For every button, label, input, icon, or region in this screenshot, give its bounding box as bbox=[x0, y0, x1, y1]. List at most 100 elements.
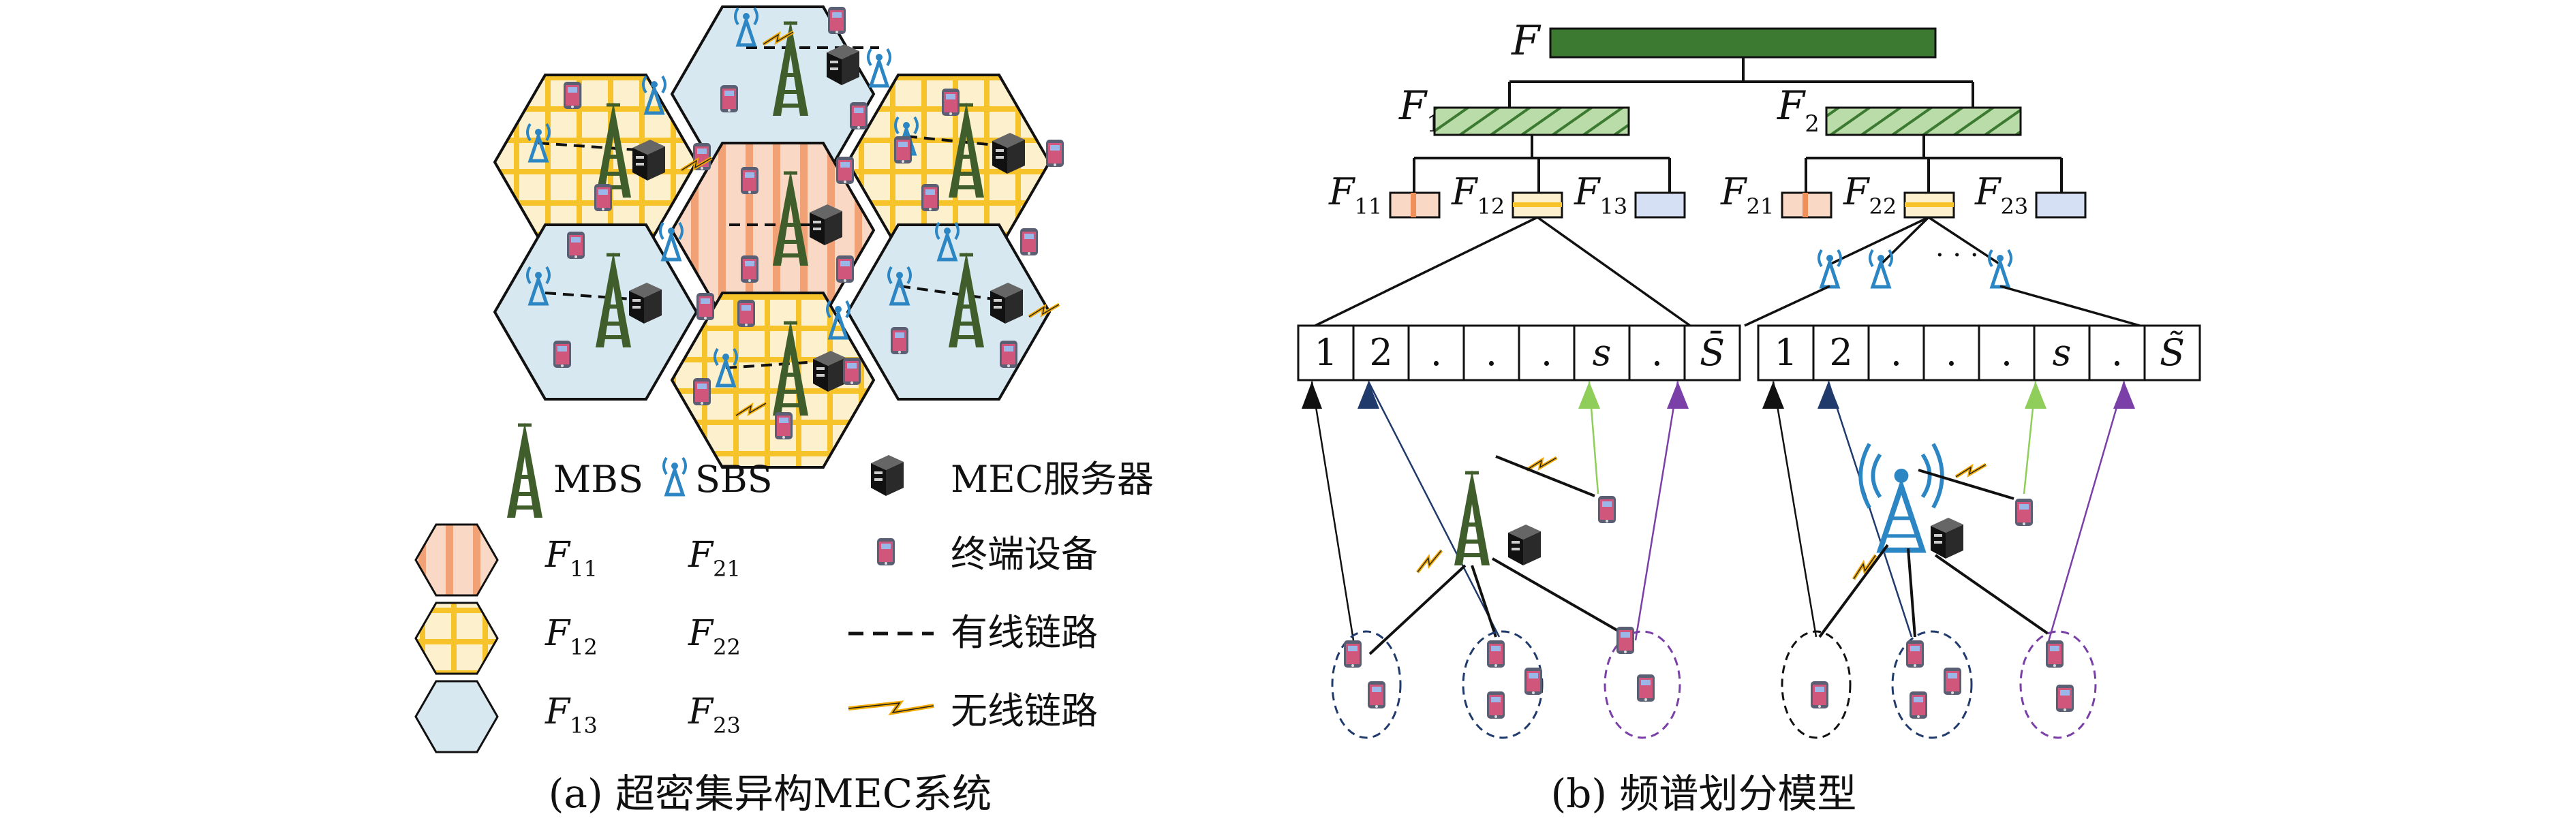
phone-icon bbox=[877, 538, 895, 565]
phone-icon bbox=[850, 102, 868, 129]
phone-icon bbox=[553, 341, 571, 368]
right-channel-cell-label: . bbox=[1946, 331, 1957, 374]
left-channel-cell-label: S̄ bbox=[1700, 330, 1725, 374]
root-bar bbox=[1549, 27, 1937, 59]
caption-b: (b) 频谱划分模型 bbox=[1551, 770, 1857, 817]
legend-f21: F21 bbox=[688, 535, 741, 582]
phone-icon bbox=[1811, 681, 1828, 708]
hexagon-cluster bbox=[493, 5, 1052, 469]
left-channel-cell-label: 2 bbox=[1369, 331, 1392, 374]
phone-icon bbox=[737, 300, 755, 327]
f23-box bbox=[2035, 191, 2087, 219]
phone-icon bbox=[894, 136, 912, 163]
server-icon bbox=[827, 44, 859, 85]
server-icon bbox=[1931, 518, 1963, 559]
legend-f22: F22 bbox=[688, 613, 741, 660]
left-channel-cell bbox=[1683, 324, 1741, 381]
tree-f11-label: F11 bbox=[1328, 170, 1382, 219]
server-icon bbox=[810, 204, 842, 245]
left-channel-cell-label: s bbox=[1593, 331, 1612, 374]
server-icon bbox=[632, 140, 665, 181]
server-icon bbox=[871, 455, 904, 496]
phone-icon bbox=[1524, 668, 1542, 695]
phone-icon bbox=[836, 157, 854, 184]
server-icon bbox=[813, 351, 846, 392]
phone-icon bbox=[1000, 341, 1017, 368]
lightning-icon bbox=[1527, 458, 1557, 470]
phone-icon bbox=[594, 184, 612, 211]
tower-icon bbox=[507, 422, 542, 518]
tree-f21-label: F21 bbox=[1720, 170, 1774, 219]
tree-f13-label: F13 bbox=[1574, 170, 1627, 219]
phone-icon bbox=[891, 327, 908, 354]
phone-icon bbox=[836, 255, 854, 283]
spectrum-tree: F F1 F2 F11 F12 F13 F21 F22 F23 · · bbox=[1315, 17, 2141, 327]
server-icon bbox=[1508, 525, 1541, 565]
f13-box bbox=[1634, 191, 1686, 219]
right-channel-cell-label: . bbox=[2111, 331, 2123, 374]
hex-upper-left-yellow bbox=[493, 74, 699, 251]
phone-icon bbox=[1368, 681, 1385, 708]
antenna-icon bbox=[664, 458, 686, 495]
phone-icon bbox=[828, 7, 846, 34]
caption-a: (a) 超密集异构MEC系统 bbox=[549, 770, 992, 817]
phone-icon bbox=[775, 412, 793, 439]
right-channel-cell-label: . bbox=[1890, 331, 1902, 374]
phone-icon bbox=[843, 358, 861, 385]
legend-wired-label: 有线链路 bbox=[951, 611, 1098, 654]
tree-f22-label: F22 bbox=[1843, 170, 1897, 219]
device-group-right-2 bbox=[1891, 630, 1973, 739]
legend-terminal-label: 终端设备 bbox=[951, 533, 1098, 576]
phone-icon bbox=[921, 184, 939, 211]
right-channel-cell bbox=[1757, 324, 1815, 381]
phone-icon bbox=[720, 85, 738, 112]
hex-lower-left-blue bbox=[493, 223, 699, 401]
legend-wireless-label: 无线链路 bbox=[951, 689, 1098, 732]
right-channel-cell-label: 1 bbox=[1774, 331, 1797, 374]
device-group-right-3 bbox=[2019, 630, 2097, 739]
phone-icon bbox=[1487, 691, 1505, 719]
f1-bar bbox=[1433, 106, 1630, 136]
phone-icon bbox=[693, 378, 711, 405]
right-channel-cell bbox=[2088, 324, 2146, 381]
left-channel-cell-label: 1 bbox=[1314, 331, 1337, 374]
left-channel-cell-label: . bbox=[1651, 331, 1663, 374]
device-group-left-3 bbox=[1604, 630, 1681, 739]
left-allocation bbox=[1302, 381, 1689, 739]
right-allocation bbox=[1762, 381, 2135, 739]
legend-hex-orange bbox=[414, 523, 499, 597]
left-channel-cell bbox=[1518, 324, 1576, 381]
right-channel-cell bbox=[1812, 324, 1870, 381]
phone-icon bbox=[2046, 640, 2064, 668]
phone-icon bbox=[741, 255, 758, 283]
phone-icon bbox=[1944, 668, 1961, 695]
tree-root-label: F bbox=[1511, 17, 1542, 65]
left-channel-cell bbox=[1352, 324, 1410, 381]
phone-icon bbox=[1906, 640, 1924, 668]
legend-f23: F23 bbox=[688, 691, 741, 738]
legend-hex-blue bbox=[414, 680, 499, 753]
phone-icon bbox=[1910, 691, 1927, 719]
phone-icon bbox=[2015, 499, 2033, 526]
right-channel-cell bbox=[2033, 324, 2091, 381]
left-channel-cell bbox=[1407, 324, 1465, 381]
server-icon bbox=[990, 283, 1023, 324]
f2-bar bbox=[1825, 106, 2022, 136]
phone-icon bbox=[1020, 228, 1038, 255]
antenna-icon bbox=[1819, 250, 1841, 287]
hex-bottom-yellow bbox=[670, 292, 876, 469]
left-channel-cell-label: . bbox=[1486, 331, 1497, 374]
left-channel-cell-label: . bbox=[1430, 331, 1442, 374]
right-channel-cell-label: s bbox=[2053, 331, 2072, 374]
legend-mbs-label: MBS bbox=[553, 458, 643, 501]
antenna-icon bbox=[868, 49, 890, 86]
antenna-icon bbox=[1858, 443, 1944, 553]
tree-dots: · · · bbox=[1935, 240, 1979, 271]
device-group-left-2 bbox=[1462, 630, 1544, 739]
phone-icon bbox=[741, 167, 758, 194]
phone-icon bbox=[1487, 640, 1505, 668]
lightning-icon bbox=[1956, 465, 1986, 477]
